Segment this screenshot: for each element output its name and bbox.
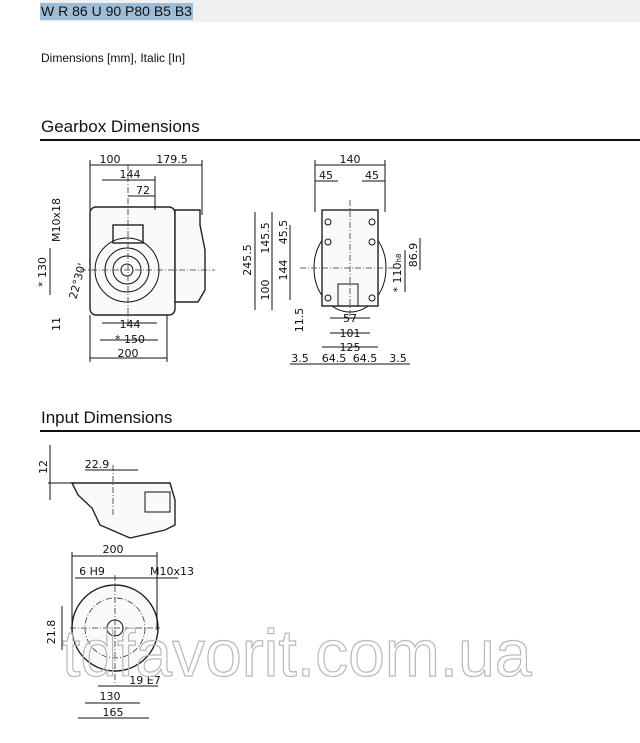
dim-100: 100	[259, 280, 272, 301]
gearbox-front-view: 100 179.5 144 72 M10x18 * 130 22°30' 11 …	[36, 153, 215, 362]
dim-130: * 130	[36, 257, 49, 287]
dim-21-8: 21.8	[45, 620, 58, 645]
dim-45-right: 45	[365, 169, 379, 182]
dim-3-5-left: 3.5	[291, 352, 309, 365]
dim-64-5-left: 64.5	[322, 352, 347, 365]
dim-key-6h9: 6 H9	[79, 565, 105, 578]
section-title-gearbox: Gearbox Dimensions	[41, 117, 200, 136]
dim-179-5: 179.5	[156, 153, 188, 166]
section-divider	[40, 430, 640, 432]
dim-101: 101	[340, 327, 361, 340]
dim-45-5: 45.5	[277, 220, 290, 245]
gearbox-side-view: 140 45 45 245.5 145.5 45.5 144 100 11.5 …	[241, 153, 421, 365]
dim-m10x13: M10x13	[150, 565, 194, 578]
input-front-view: 200 6 H9 M10x13 21.8 19 E7 130 165	[45, 543, 194, 719]
dim-angle: 22°30'	[67, 262, 89, 301]
dim-m10x18: M10x18	[50, 198, 63, 242]
dim-12: 12	[37, 460, 50, 474]
dim-200: 200	[103, 543, 124, 556]
dim-110-value: * 110	[391, 262, 404, 292]
dim-145-5: 145.5	[259, 222, 272, 254]
dim-130: 130	[100, 690, 121, 703]
dim-144-top: 144	[120, 168, 141, 181]
model-code[interactable]: W R 86 U 90 P80 B5 B3	[40, 3, 193, 20]
dim-64-5-right: 64.5	[353, 352, 378, 365]
dim-110-tolerance: h8	[395, 254, 403, 263]
units-note: Dimensions [mm], Italic [In]	[41, 51, 186, 65]
watermark: tdfavorit.com.ua	[62, 616, 532, 690]
section-title-input: Input Dimensions	[41, 408, 173, 427]
dim-140: 140	[340, 153, 361, 166]
dim-110: * 110h8	[391, 254, 404, 293]
dim-86-9: 86.9	[407, 243, 420, 268]
dim-22-9: 22.9	[85, 458, 110, 471]
dim-144: 144	[277, 260, 290, 281]
dim-72: 72	[136, 184, 150, 197]
input-top-view: 12 22.9	[37, 445, 176, 539]
dim-bore-19e7: 19 E7	[129, 674, 160, 687]
dim-45-left: 45	[319, 169, 333, 182]
dim-11: 11	[50, 317, 63, 331]
dim-150: * 150	[115, 333, 145, 346]
dim-3-5-right: 3.5	[389, 352, 407, 365]
dim-100: 100	[100, 153, 121, 166]
section-divider	[40, 139, 640, 141]
dim-200: 200	[118, 347, 139, 360]
dim-245-5: 245.5	[241, 244, 254, 276]
dim-125: 125	[340, 341, 361, 354]
dim-144-bottom: 144	[120, 318, 141, 331]
dim-11-5: 11.5	[293, 308, 306, 333]
dim-57: 57	[343, 312, 357, 325]
dim-165: 165	[103, 706, 124, 719]
